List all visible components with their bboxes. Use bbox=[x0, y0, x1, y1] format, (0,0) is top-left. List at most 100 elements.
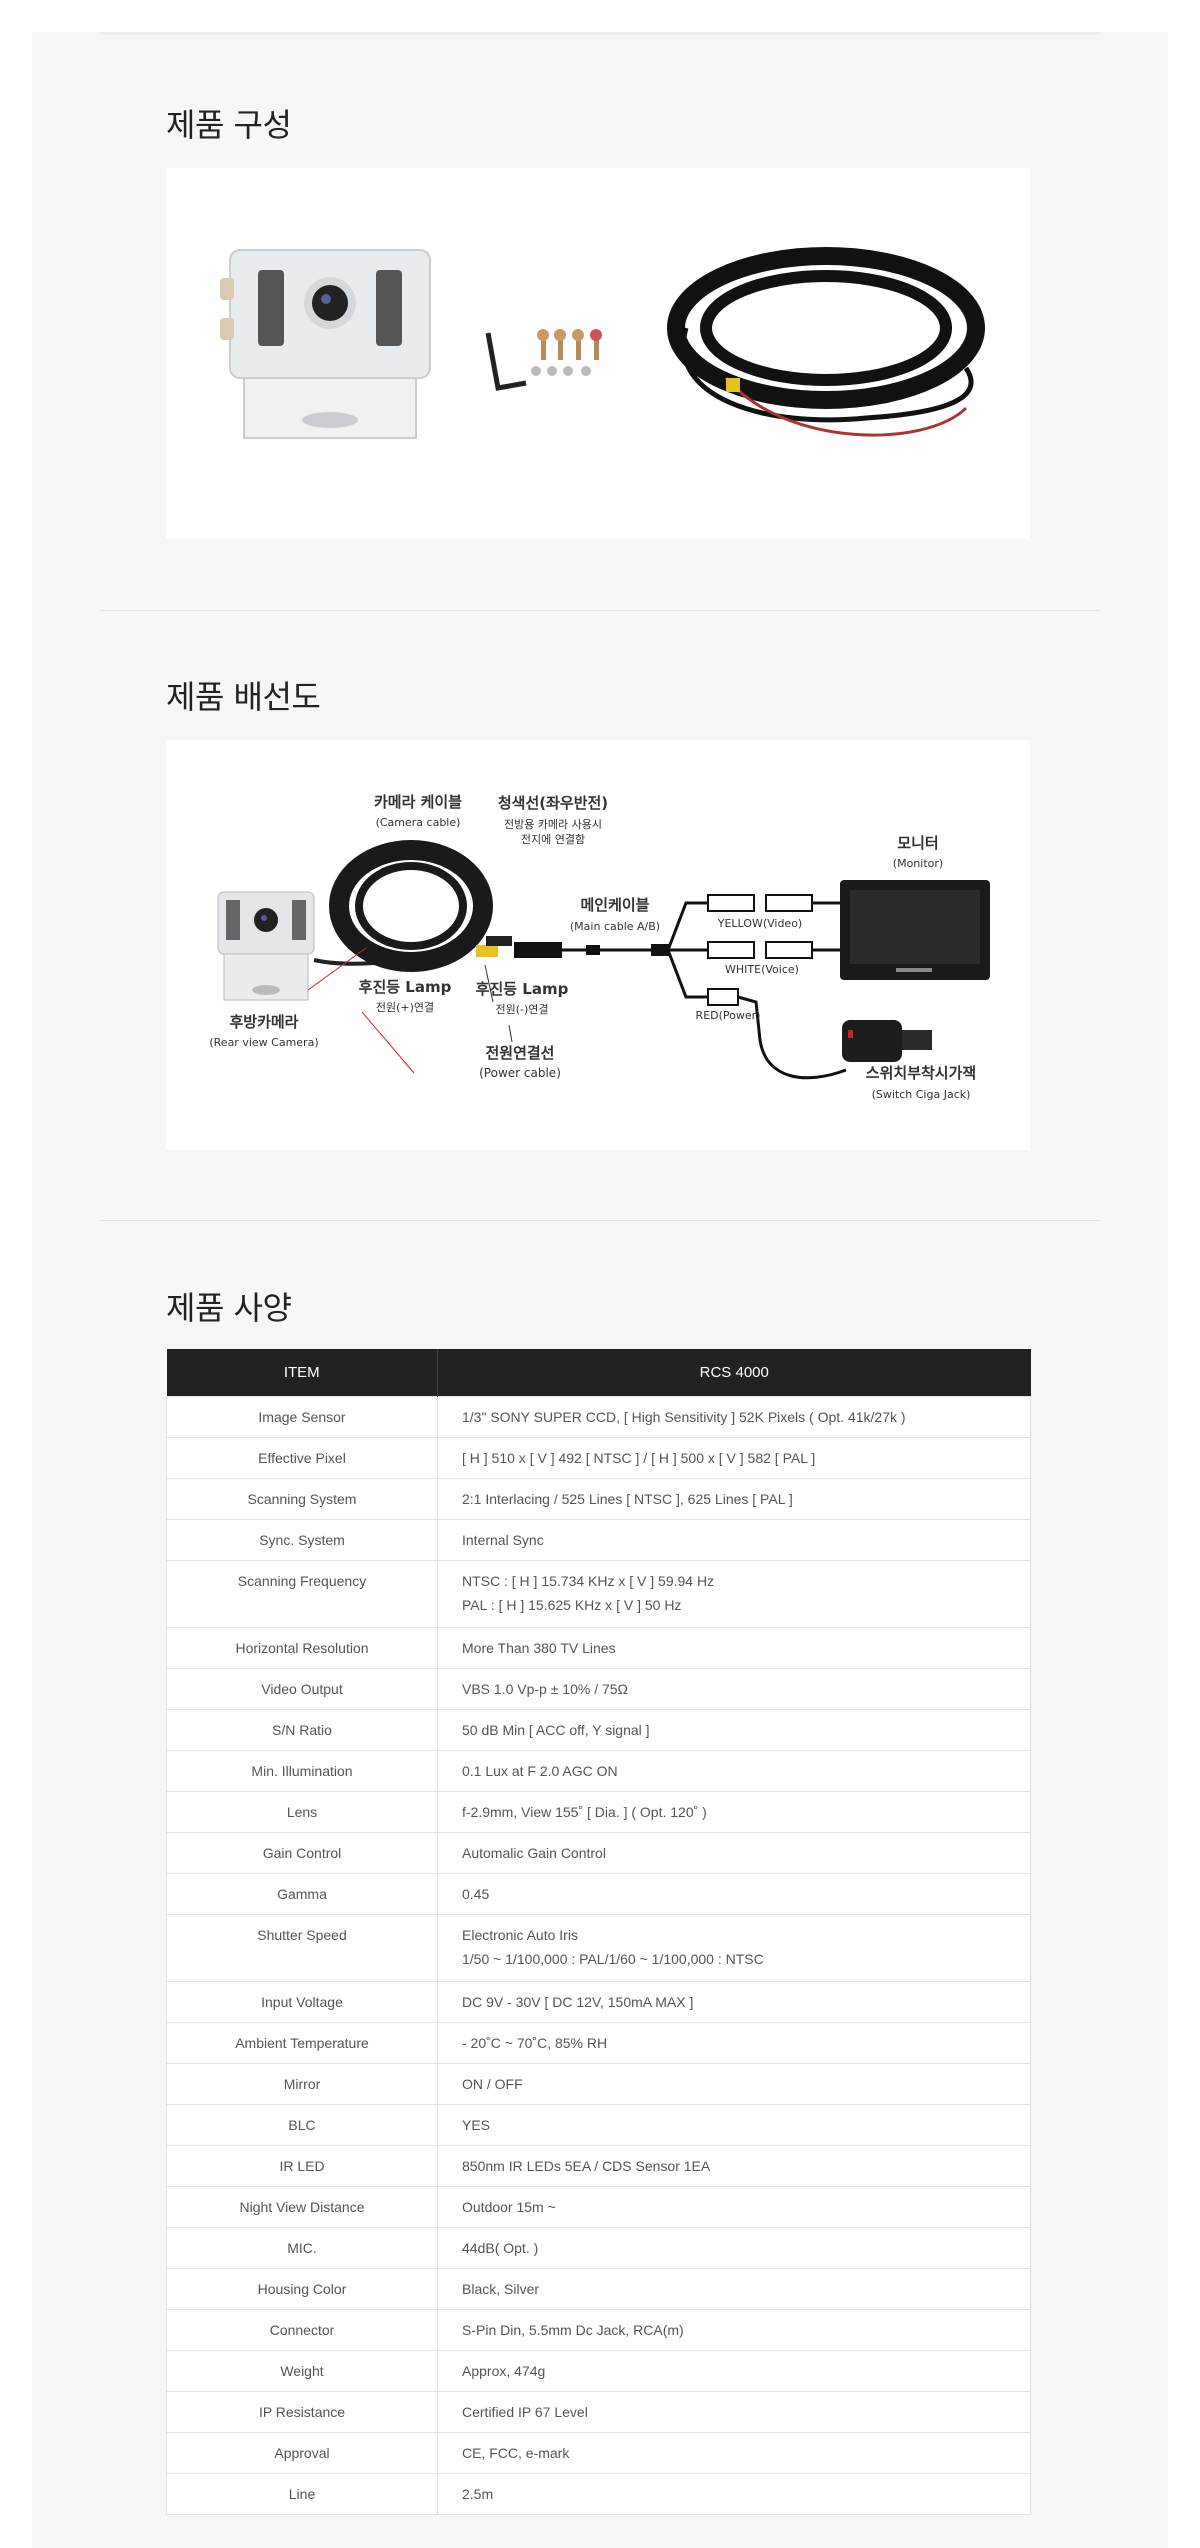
lamp-plus-note: 전원(+)연결 bbox=[376, 1001, 434, 1014]
spec-value-line: f-2.9mm, View 155˚ [ Dia. ] ( Opt. 120˚ … bbox=[462, 1804, 707, 1820]
spec-value: 850nm IR LEDs 5EA / CDS Sensor 1EA bbox=[437, 2145, 1031, 2187]
spec-item: IR LED bbox=[166, 2145, 438, 2187]
spec-value-line: 0.1 Lux at F 2.0 AGC ON bbox=[462, 1763, 618, 1779]
top-divider bbox=[100, 32, 1100, 35]
blue-line-note-1: 전방용 카메라 사용시 bbox=[504, 818, 602, 831]
spec-item: Scanning System bbox=[166, 1478, 438, 1520]
ciga-jack-label: 스위치부착시가잭 bbox=[866, 1064, 976, 1082]
composition-title: 제품 구성 bbox=[166, 106, 292, 144]
spec-value: More Than 380 TV Lines bbox=[437, 1627, 1031, 1669]
main-cable-label: 메인케이블 bbox=[580, 896, 649, 914]
spec-value: f-2.9mm, View 155˚ [ Dia. ] ( Opt. 120˚ … bbox=[437, 1791, 1031, 1833]
spec-value-line: ON / OFF bbox=[462, 2076, 523, 2092]
spec-value: 1/3" SONY SUPER CCD, [ High Sensitivity … bbox=[437, 1396, 1031, 1438]
spec-value-line: YES bbox=[462, 2117, 491, 2133]
main-cable-connector bbox=[514, 942, 562, 958]
spec-value-line: Automalic Gain Control bbox=[462, 1845, 606, 1861]
composition-image bbox=[166, 168, 1030, 538]
blue-line-note-2: 전지에 연결함 bbox=[521, 833, 585, 846]
spec-value-line: CE, FCC, e-mark bbox=[462, 2445, 570, 2461]
wiring-title: 제품 배선도 bbox=[166, 678, 321, 716]
camera-cable-label: 카메라 케이블 bbox=[374, 793, 462, 811]
spec-title: 제품 사양 bbox=[166, 1289, 292, 1327]
spec-value: CE, FCC, e-mark bbox=[437, 2432, 1031, 2474]
table-row: Input Voltage DC 9V - 30V [ DC 12V, 150mA… bbox=[166, 1981, 1031, 2023]
spec-value: 0.1 Lux at F 2.0 AGC ON bbox=[437, 1750, 1031, 1792]
header-model: RCS 4000 bbox=[437, 1349, 1031, 1397]
spec-value-line: 1/50 ~ 1/100,000 : PAL/1/60 ~ 1/100,000 … bbox=[462, 1951, 764, 1967]
spec-value-line: More Than 380 TV Lines bbox=[462, 1640, 616, 1656]
spec-item: Ambient Temperature bbox=[166, 2022, 438, 2064]
spec-value: S-Pin Din, 5.5mm Dc Jack, RCA(m) bbox=[437, 2309, 1031, 2351]
spec-value-line: Certified IP 67 Level bbox=[462, 2404, 588, 2420]
spec-value: - 20˚C ~ 70˚C, 85% RH bbox=[437, 2022, 1031, 2064]
screws-image bbox=[531, 329, 602, 376]
spec-item: Gain Control bbox=[166, 1832, 438, 1874]
table-row: Connector S-Pin Din, 5.5mm Dc Jack, RCA(m… bbox=[166, 2309, 1031, 2351]
spec-item: Video Output bbox=[166, 1668, 438, 1710]
spec-value: Certified IP 67 Level bbox=[437, 2391, 1031, 2433]
red-power-label: RED(Power) bbox=[696, 1009, 761, 1022]
spec-value-line: Outdoor 15m ~ bbox=[462, 2199, 556, 2215]
spec-value: Black, Silver bbox=[437, 2268, 1031, 2310]
monitor-en-label: (Monitor) bbox=[893, 857, 943, 870]
spec-item: Connector bbox=[166, 2309, 438, 2351]
spec-item: Approval bbox=[166, 2432, 438, 2474]
white-voice-label: WHITE(Voice) bbox=[725, 963, 799, 976]
ciga-jack-image bbox=[842, 1020, 932, 1062]
spec-item: Effective Pixel bbox=[166, 1437, 438, 1479]
spec-item: Weight bbox=[166, 2350, 438, 2392]
spec-value: NTSC : [ H ] 15.734 KHz x [ V ] 59.94 Hz… bbox=[437, 1560, 1031, 1628]
spec-item: Gamma bbox=[166, 1873, 438, 1915]
spec-value: ON / OFF bbox=[437, 2063, 1031, 2105]
spec-value-line: 1/3" SONY SUPER CCD, [ High Sensitivity … bbox=[462, 1409, 906, 1425]
wrench-image bbox=[485, 332, 527, 391]
spec-value: 50 dB Min [ ACC off, Y signal ] bbox=[437, 1709, 1031, 1751]
spec-value: Outdoor 15m ~ bbox=[437, 2186, 1031, 2228]
main-cable-en-label: (Main cable A/B) bbox=[570, 920, 660, 933]
ciga-jack-en-label: (Switch Ciga Jack) bbox=[872, 1088, 971, 1101]
spec-value: VBS 1.0 Vp-p ± 10% / 75Ω bbox=[437, 1668, 1031, 1710]
lamp-plus-label: 후진등 Lamp bbox=[359, 978, 452, 996]
spec-item: Night View Distance bbox=[166, 2186, 438, 2228]
spec-value-line: Approx, 474g bbox=[462, 2363, 546, 2379]
spec-value-line: NTSC : [ H ] 15.734 KHz x [ V ] 59.94 Hz bbox=[462, 1573, 715, 1589]
spec-value-line: Internal Sync bbox=[462, 1532, 544, 1548]
spec-value: Internal Sync bbox=[437, 1519, 1031, 1561]
camera-cable-en-label: (Camera cable) bbox=[376, 816, 461, 829]
spec-value-line: 0.45 bbox=[462, 1886, 490, 1902]
section-divider bbox=[100, 610, 1100, 611]
table-row: Ambient Temperature - 20˚C ~ 70˚C, 85% RH bbox=[166, 2022, 1031, 2064]
table-row: Weight Approx, 474g bbox=[166, 2350, 1031, 2392]
spec-value-line: DC 9V - 30V [ DC 12V, 150mA MAX ] bbox=[462, 1994, 694, 2010]
spec-value: Approx, 474g bbox=[437, 2350, 1031, 2392]
spec-value: DC 9V - 30V [ DC 12V, 150mA MAX ] bbox=[437, 1981, 1031, 2023]
spec-value-line: S-Pin Din, 5.5mm Dc Jack, RCA(m) bbox=[462, 2322, 684, 2338]
spec-value: 2:1 Interlacing / 525 Lines [ NTSC ], 62… bbox=[437, 1478, 1031, 1520]
spec-item: Scanning Frequency bbox=[166, 1560, 438, 1628]
spec-item: Housing Color bbox=[166, 2268, 438, 2310]
spec-value-line: VBS 1.0 Vp-p ± 10% / 75Ω bbox=[462, 1681, 629, 1697]
spec-value: 2.5m bbox=[437, 2473, 1031, 2515]
spec-value-line: 44dB( Opt. ) bbox=[462, 2240, 539, 2256]
camera-product-image bbox=[220, 249, 431, 439]
spec-item: Input Voltage bbox=[166, 1981, 438, 2023]
spec-value-line: - 20˚C ~ 70˚C, 85% RH bbox=[462, 2035, 608, 2051]
rear-camera-en-label: (Rear view Camera) bbox=[209, 1036, 318, 1049]
spec-value-line: Electronic Auto Iris bbox=[462, 1927, 578, 1943]
spec-item: Sync. System bbox=[166, 1519, 438, 1561]
camera-cable-coil bbox=[329, 840, 493, 972]
yellow-video-label: YELLOW(Video) bbox=[717, 917, 802, 930]
